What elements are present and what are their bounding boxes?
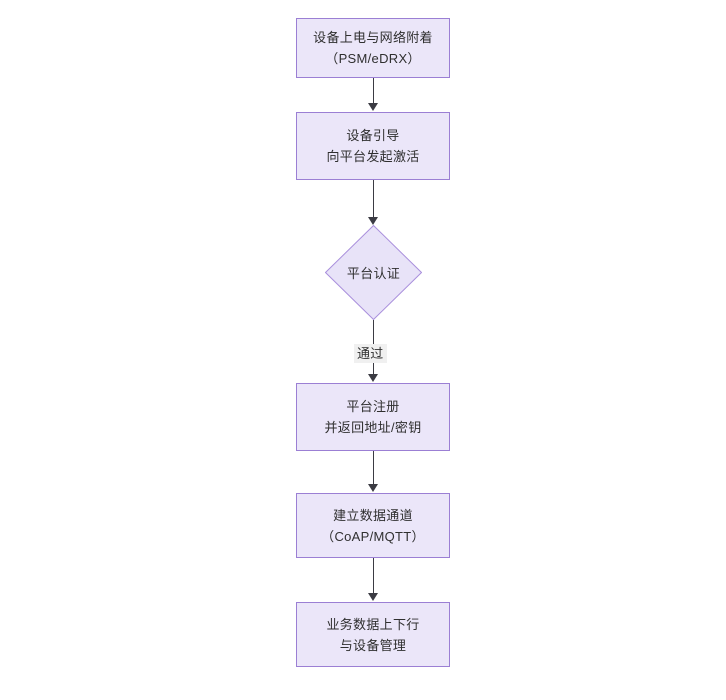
edge-n5-n6 — [373, 558, 374, 594]
flow-node-platform-register[interactable]: 平台注册 并返回地址/密钥 — [296, 383, 450, 451]
edge-n4-n5-arrowhead — [368, 484, 378, 492]
edge-n1-n2 — [373, 78, 374, 104]
node-label-line1: 设备引导 — [346, 128, 400, 143]
node-label-line2: 并返回地址/密钥 — [324, 420, 422, 435]
flow-node-device-power-on[interactable]: 设备上电与网络附着 （PSM/eDRX） — [296, 18, 450, 78]
node-label-line2: 与设备管理 — [339, 637, 407, 653]
node-label-line1: 平台认证 — [346, 266, 401, 281]
node-label-line2: （CoAP/MQTT） — [321, 528, 425, 544]
edge-n2-n3 — [373, 180, 374, 218]
edge-n5-n6-arrowhead — [368, 593, 378, 601]
edge-n4-n5 — [373, 451, 374, 485]
edge-label-pass: 通过 — [354, 344, 387, 363]
edge-n1-n2-arrowhead — [368, 103, 378, 111]
flow-node-platform-auth-decision[interactable]: 平台认证 — [325, 225, 422, 320]
node-label-line2: 向平台发起激活 — [326, 149, 420, 164]
node-label-line1: 设备上电与网络附着 — [313, 30, 433, 45]
edge-n3-n4-arrowhead — [368, 374, 378, 382]
flow-node-device-bootstrap[interactable]: 设备引导 向平台发起激活 — [296, 112, 450, 180]
node-label-line1: 建立数据通道 — [333, 507, 413, 523]
flow-node-business-data[interactable]: 业务数据上下行 与设备管理 — [296, 602, 450, 667]
flow-node-data-channel[interactable]: 建立数据通道 （CoAP/MQTT） — [296, 493, 450, 558]
node-label-line1: 业务数据上下行 — [326, 616, 420, 632]
edge-n2-n3-arrowhead — [368, 217, 378, 225]
diamond-shape-icon — [325, 225, 422, 320]
node-label-line1: 平台注册 — [346, 399, 400, 414]
node-label-line2: （PSM/eDRX） — [325, 51, 421, 66]
